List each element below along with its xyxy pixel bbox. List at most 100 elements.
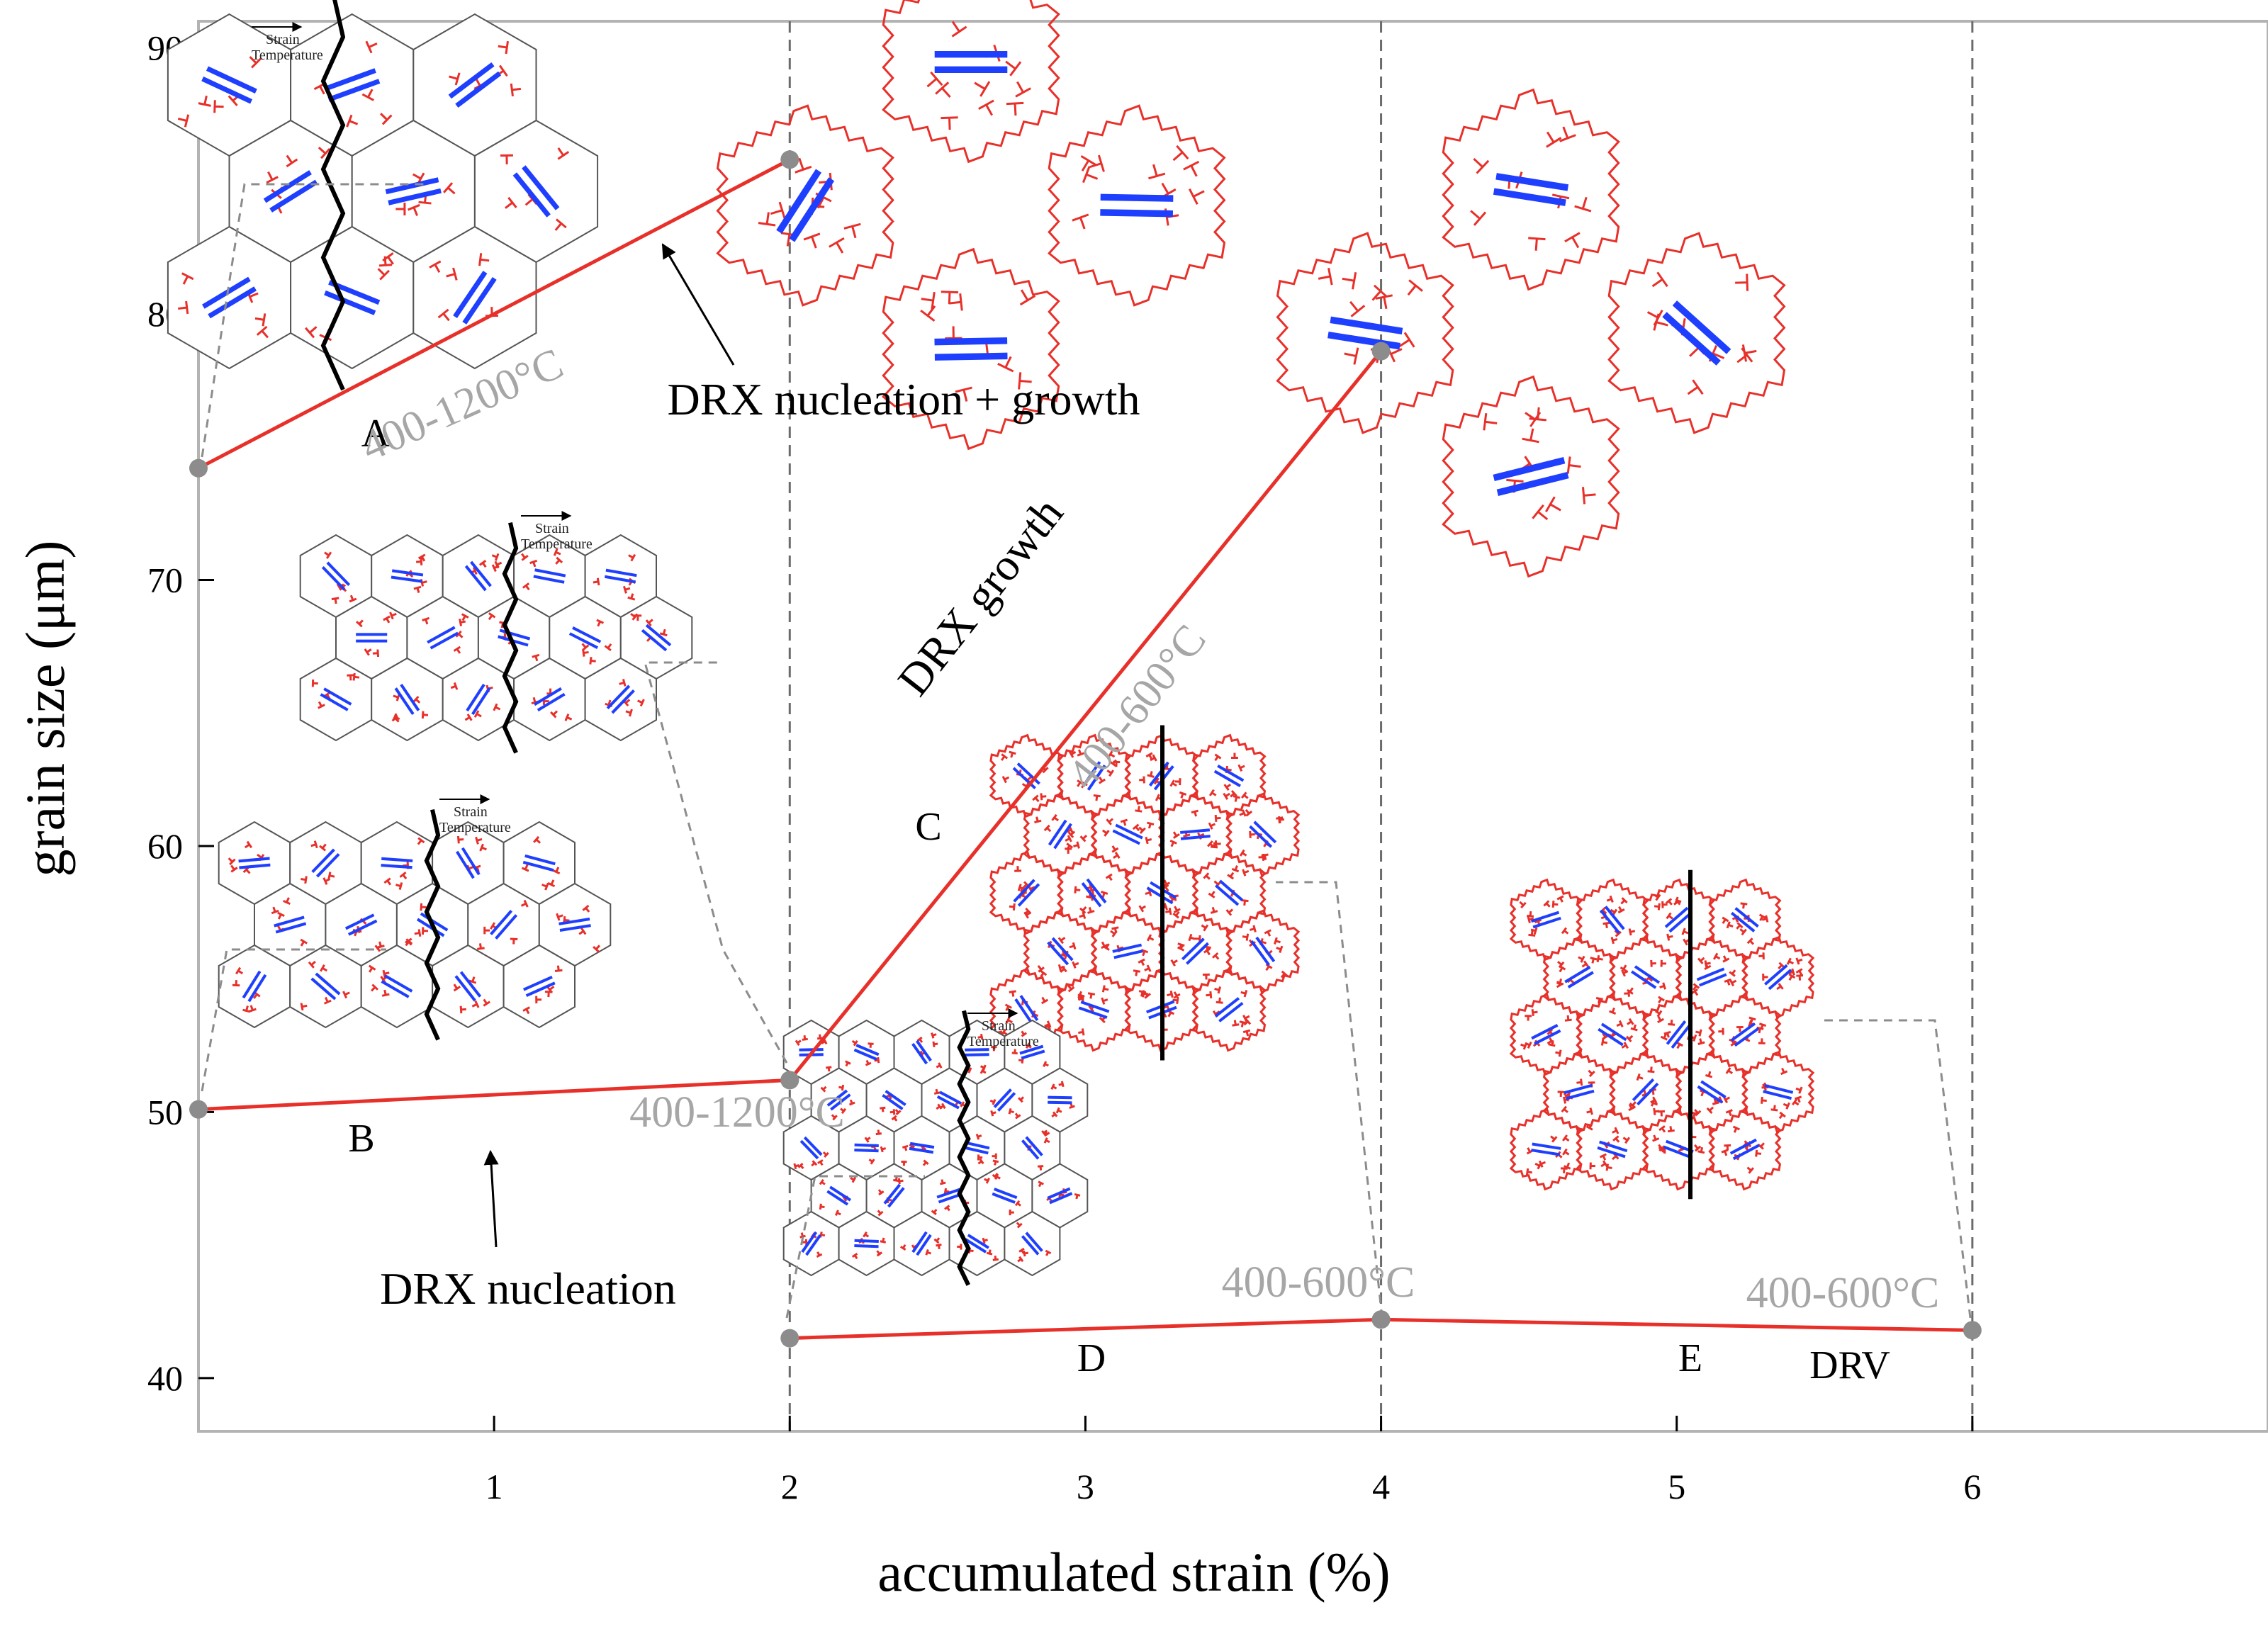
dislocation-symbol	[899, 1244, 906, 1251]
twin-boundary	[939, 1090, 962, 1105]
dislocation-symbol	[421, 711, 429, 719]
twin-boundary	[388, 188, 442, 205]
dislocation-symbol	[1138, 826, 1146, 834]
dislocation-symbol	[510, 937, 518, 945]
dislocation-symbol	[1150, 754, 1157, 762]
dislocation-symbol	[1242, 869, 1250, 876]
dislocation-symbol	[1621, 969, 1629, 977]
dislocation-symbol	[1041, 996, 1049, 1005]
dislocation-symbol	[318, 701, 325, 709]
dislocation-symbol	[880, 1146, 887, 1153]
series-line-D	[790, 1317, 1381, 1341]
dislocation-symbol	[1214, 814, 1221, 822]
grain-schematic-C	[989, 725, 1301, 1061]
twin-boundary	[1016, 762, 1040, 785]
dislocation-symbol	[1001, 776, 1010, 784]
dislocation-symbol	[532, 653, 540, 662]
dislocation-symbol	[1650, 959, 1656, 967]
dislocation-symbol	[1101, 829, 1110, 837]
twin-boundary	[537, 692, 566, 712]
dislocation-symbol	[256, 325, 269, 339]
temperature-range-C: 400-600°C	[1058, 616, 1216, 798]
dislocation-symbol	[1014, 866, 1022, 872]
grain-cell	[1509, 993, 1583, 1076]
grain-cell	[1090, 909, 1165, 993]
twin-boundary	[1663, 1145, 1692, 1159]
dislocation-symbol	[977, 1033, 984, 1040]
twin-boundary	[994, 1188, 1018, 1200]
dislocation-symbol	[795, 157, 812, 174]
twin-boundary	[1086, 878, 1107, 903]
dislocation-symbol	[535, 996, 542, 1004]
dislocation-symbol	[266, 171, 279, 184]
dislocation-symbol	[1276, 945, 1284, 953]
dislocation-symbol	[1555, 1049, 1562, 1057]
dislocation-symbol	[1605, 1163, 1612, 1171]
dislocation-symbol	[1057, 964, 1065, 972]
dislocation-symbol	[352, 672, 360, 681]
dislocation-symbol	[473, 710, 482, 718]
dislocation-symbol	[951, 21, 967, 38]
dislocation-symbol	[1274, 937, 1281, 945]
dislocation-symbol	[1560, 1167, 1568, 1173]
dislocation-symbol	[382, 252, 394, 265]
dislocation-symbol	[864, 1137, 871, 1143]
dislocation-symbol	[1101, 941, 1108, 949]
twin-boundary	[801, 1231, 818, 1253]
dislocation-symbol	[368, 964, 376, 973]
dislocation-symbol	[793, 1163, 799, 1170]
dislocation-symbol	[880, 1237, 887, 1244]
dislocation-symbol	[1625, 1035, 1634, 1043]
twin-boundary	[394, 687, 415, 716]
twin-boundary	[1186, 942, 1209, 965]
dislocation-symbol	[1758, 913, 1766, 921]
twin-boundary	[448, 62, 495, 99]
series-lines	[197, 158, 1972, 1341]
twin-boundary	[1668, 911, 1693, 933]
dislocation-symbol	[645, 619, 653, 627]
dislocation-symbol	[977, 1158, 984, 1165]
dislocation-symbol	[990, 1110, 997, 1117]
dislocation-symbol	[1057, 937, 1066, 945]
dislocation-symbol	[1206, 991, 1213, 999]
dislocation-symbol	[1241, 791, 1249, 799]
dislocation-symbol	[1000, 753, 1009, 761]
dislocation-symbol	[327, 872, 335, 880]
dislocation-symbol	[555, 556, 563, 565]
dislocation-symbol	[1113, 852, 1121, 859]
dislocation-symbol	[1628, 1103, 1636, 1112]
dislocation-symbol	[1167, 990, 1174, 998]
dislocation-symbol	[843, 222, 861, 239]
dislocation-symbol	[820, 1086, 827, 1093]
twin-boundary	[263, 170, 312, 203]
dislocation-symbol	[1658, 1110, 1666, 1117]
twin-boundary	[1530, 911, 1560, 923]
twin-boundary	[1078, 1006, 1108, 1019]
annotation-drx-nucleation: DRX nucleation	[380, 1263, 676, 1314]
dislocation-symbol	[627, 593, 636, 601]
dislocation-symbol	[1724, 1144, 1731, 1151]
dislocation-symbol	[811, 1160, 818, 1167]
dislocation-symbol	[308, 960, 316, 969]
twin-boundary	[499, 629, 531, 641]
dislocation-symbol	[1761, 1096, 1767, 1104]
dislocation-symbol	[939, 1179, 946, 1185]
dislocation-symbol	[417, 553, 426, 562]
dislocation-symbol	[1725, 1109, 1733, 1117]
dislocation-symbol	[758, 212, 776, 227]
twin-boundary	[1214, 997, 1240, 1018]
dislocation-symbol	[1191, 809, 1198, 817]
dislocation-symbol	[589, 657, 596, 665]
dislocation-symbol	[554, 218, 567, 231]
dislocation-symbol	[1561, 1105, 1568, 1113]
dislocation-symbol	[1757, 1142, 1765, 1150]
twin-boundary	[965, 1048, 989, 1052]
twin-boundary	[789, 177, 835, 242]
dislocation-symbol	[342, 991, 350, 999]
dislocation-symbol	[505, 196, 517, 209]
twin-boundary	[1100, 209, 1174, 218]
grain-cell	[1191, 850, 1267, 935]
dislocation-symbol	[1162, 879, 1171, 887]
